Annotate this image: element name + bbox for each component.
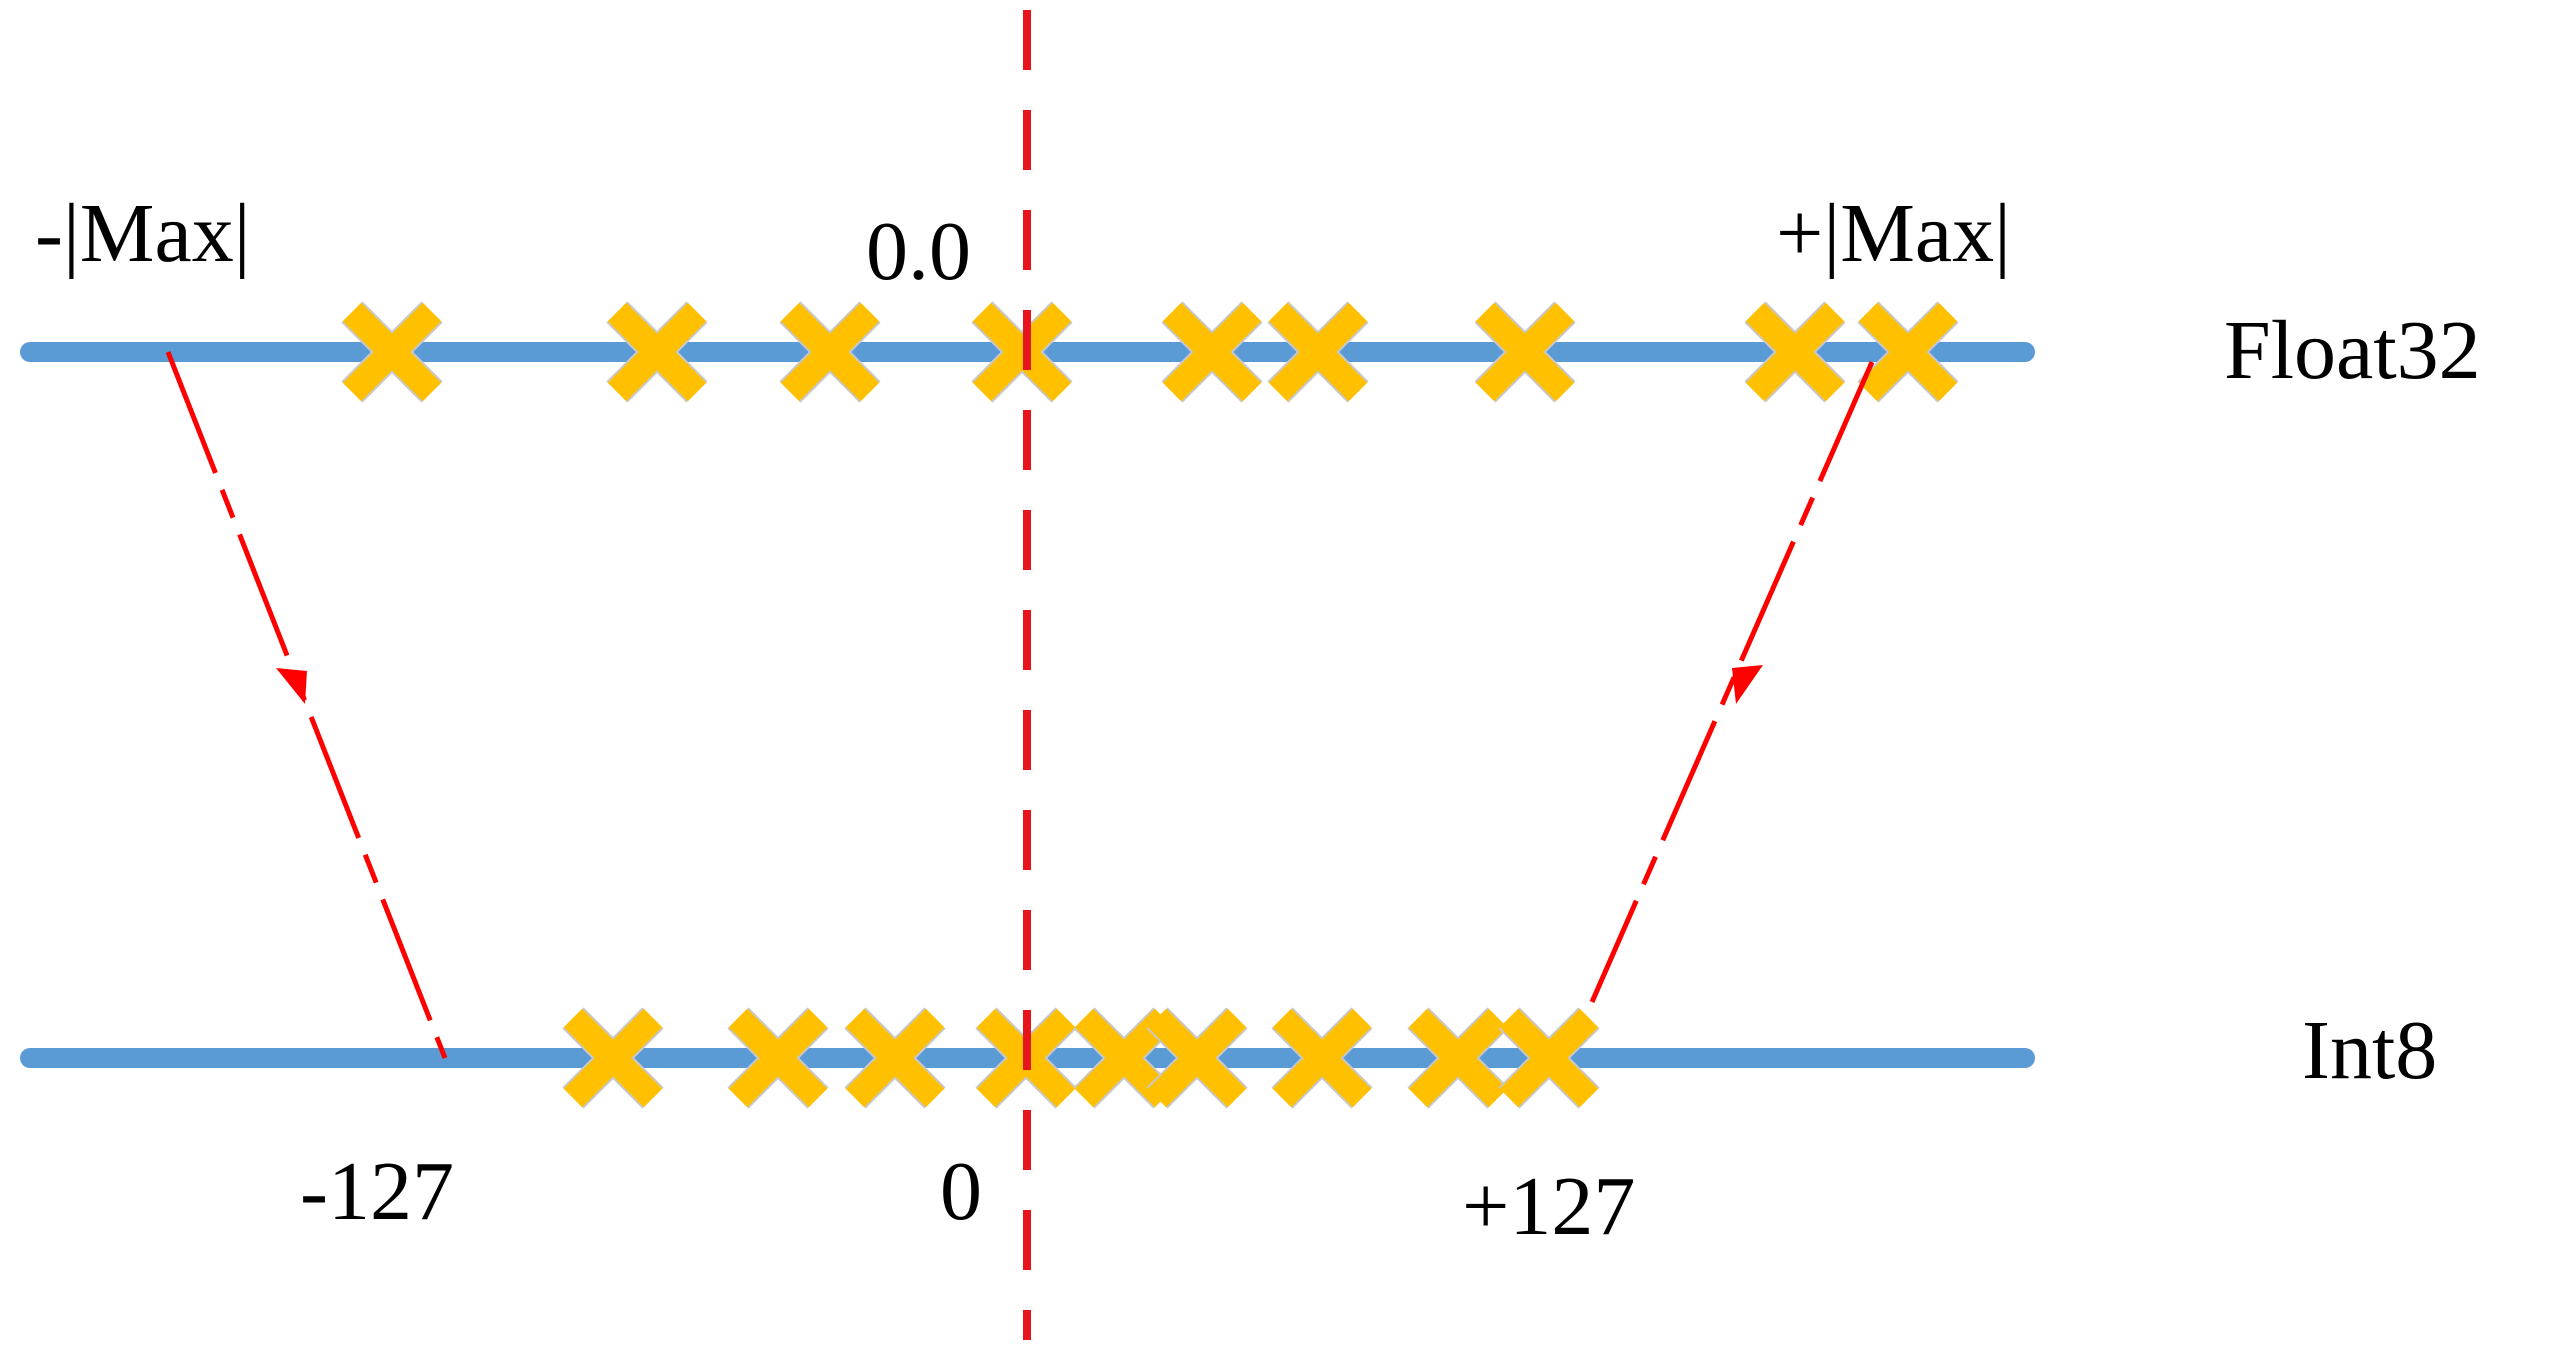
neg-max-label: -|Max|: [35, 187, 251, 280]
float32-x-mark-icon: [606, 301, 708, 403]
int8-x-mark-icon: [844, 1007, 946, 1109]
float32-x-mark-icon: [1267, 301, 1369, 403]
int-zero-label: 0: [940, 1145, 982, 1238]
float32-x-mark-icon: [1857, 301, 1959, 403]
int8-label: Int8: [2302, 1004, 2438, 1097]
neg-max-mapping-arrow: [165, 351, 448, 1059]
int8-x-mark-icon: [1498, 1007, 1600, 1109]
int8-x-mark-icon: [727, 1007, 829, 1109]
int8-x-mark-icon: [562, 1007, 664, 1109]
pos-max-mapping-arrow: [1589, 360, 1875, 1004]
float32-x-mark-icon: [1161, 301, 1263, 403]
int8-x-mark-icon: [1146, 1007, 1248, 1109]
neg-127-label: -127: [300, 1145, 454, 1238]
int8-x-mark-icon: [1271, 1007, 1373, 1109]
float32-x-mark-icon: [1474, 301, 1576, 403]
float-zero-label: 0.0: [866, 205, 971, 298]
float32-markers: [341, 301, 1959, 403]
pos-127-label: +127: [1462, 1160, 1636, 1253]
float32-label: Float32: [2224, 304, 2481, 397]
int8-x-mark-icon: [1407, 1007, 1509, 1109]
pos-arrow-head: [1732, 665, 1763, 704]
mapping-arrows: [165, 351, 1875, 1059]
neg-arrow-head: [276, 668, 307, 704]
float32-x-mark-icon: [341, 301, 443, 403]
float32-x-mark-icon: [779, 301, 881, 403]
float32-x-mark-icon: [971, 301, 1073, 403]
pos-max-label: +|Max|: [1776, 187, 2011, 280]
float32-x-mark-icon: [1744, 301, 1846, 403]
